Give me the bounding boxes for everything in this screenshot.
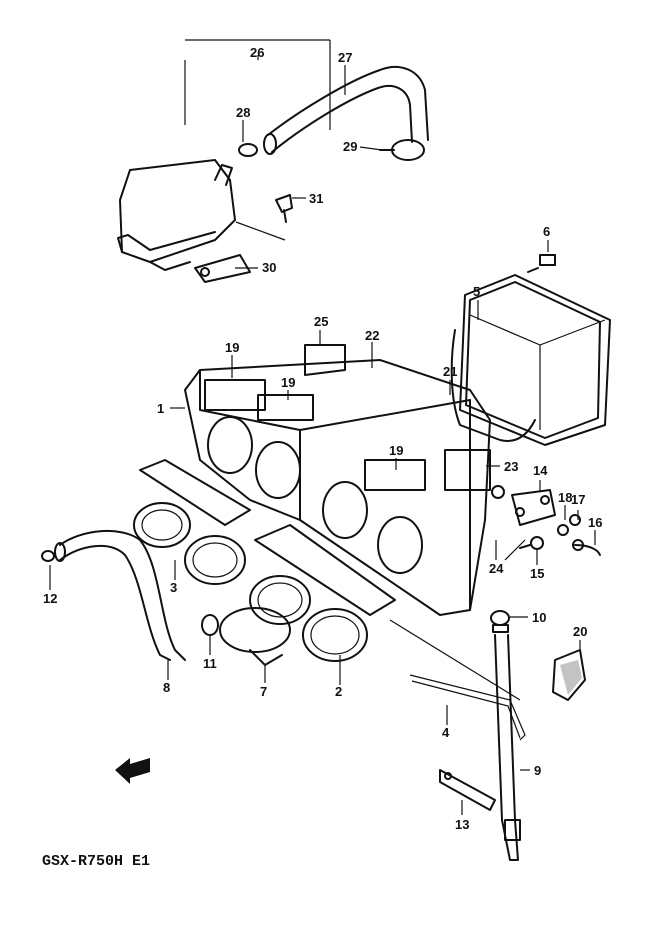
callout-20: 20: [573, 624, 587, 639]
callout-22: 22: [365, 328, 379, 343]
callout-5: 5: [473, 284, 480, 299]
callout-19b: 19: [281, 375, 295, 390]
model-code-label: GSX-R750H E1: [42, 853, 150, 870]
callout-13: 13: [455, 817, 469, 832]
callout-19c: 19: [389, 443, 403, 458]
callout-19a: 19: [225, 340, 239, 355]
callout-12: 12: [43, 591, 57, 606]
screw-16: [572, 539, 601, 556]
callout-16: 16: [588, 515, 602, 530]
breather-hose-27: [263, 65, 429, 155]
callout-1: 1: [157, 401, 164, 416]
callout-11: 11: [203, 656, 217, 671]
callout-labels: 1 2 3 4 5 6 7 8 9 10 11 12 13 14 15 16 1…: [43, 45, 602, 832]
drain-tube-9: [494, 634, 521, 861]
clamp-10: [490, 610, 510, 633]
bolt-31: [235, 194, 293, 241]
callout-24: 24: [489, 561, 504, 576]
callout-15: 15: [530, 566, 544, 581]
callout-25: 25: [314, 314, 328, 329]
callout-2: 2: [335, 684, 342, 699]
leader-lines: [49, 55, 596, 815]
seal-4: [389, 619, 526, 741]
callout-9: 9: [534, 763, 541, 778]
clip-11: [201, 614, 219, 636]
callout-6: 6: [543, 224, 550, 239]
callout-29: 29: [343, 139, 357, 154]
drain-hose-8: [54, 529, 186, 661]
hose-clamp-29: [379, 139, 425, 161]
clamp-12: [41, 550, 55, 562]
o-ring-28: [238, 143, 258, 157]
callout-7: 7: [260, 684, 267, 699]
callout-21: 21: [443, 364, 457, 379]
bracket-14: [511, 489, 556, 526]
washer-17-18: [557, 514, 581, 536]
cap-20: [552, 649, 586, 701]
callout-3: 3: [170, 580, 177, 595]
screw-15: [519, 536, 544, 550]
inlet-boots-2: [133, 502, 368, 662]
callout-23: 23: [504, 459, 518, 474]
callout-31: 31: [309, 191, 323, 206]
screw-6: [527, 254, 556, 273]
bracket-30: [194, 254, 251, 283]
callout-27: 27: [338, 50, 352, 65]
breather-box: [117, 39, 331, 271]
air-filter-element-5: [450, 274, 611, 446]
washer-24: [491, 485, 526, 561]
seal-plate-3: [139, 459, 396, 616]
callout-4: 4: [442, 725, 450, 740]
callout-30: 30: [262, 260, 276, 275]
air-cleaner-housing: [184, 344, 491, 616]
callout-17: 17: [571, 492, 585, 507]
callout-8: 8: [163, 680, 170, 695]
clip-13: [439, 769, 496, 811]
callout-10: 10: [532, 610, 546, 625]
callout-18: 18: [558, 490, 572, 505]
callout-28: 28: [236, 105, 250, 120]
callout-26: 26: [250, 45, 264, 60]
callout-14: 14: [533, 463, 548, 478]
front-arrow-icon: [115, 758, 150, 784]
